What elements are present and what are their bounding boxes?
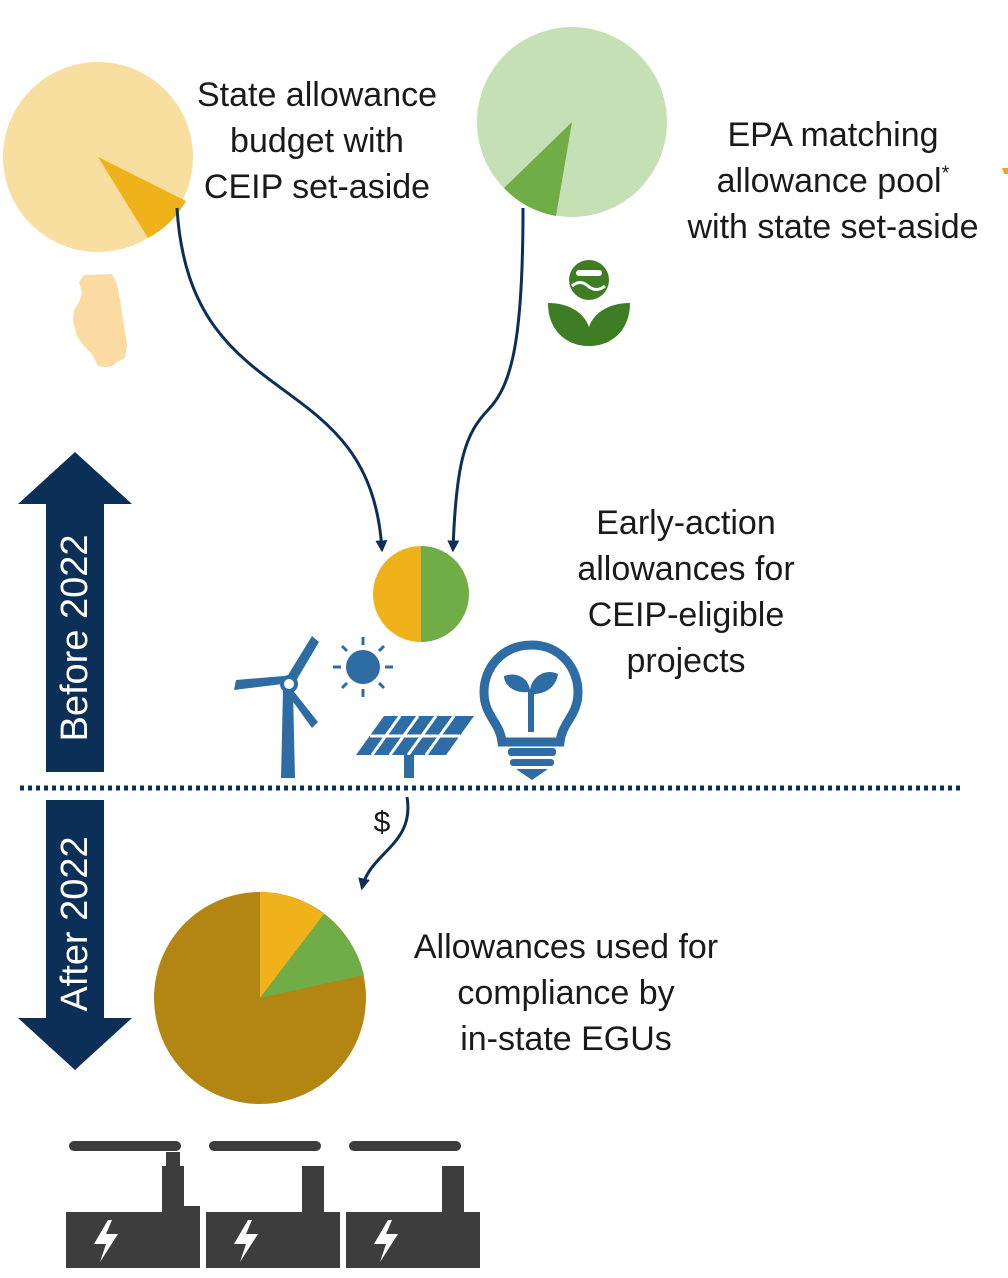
epa-pool-label: EPA matching allowance pool* with state … [687, 116, 979, 246]
state-budget-pie [3, 62, 193, 252]
sun-icon [333, 637, 393, 697]
lightbulb-icon [479, 640, 583, 780]
epa-to-early-arrow [447, 207, 525, 553]
early-state-half [373, 546, 421, 642]
wind-turbine-icon [234, 636, 319, 778]
compliance-label: Allowances used for compliance by in-sta… [413, 928, 719, 1058]
compliance-epa-slice [260, 914, 364, 998]
after-2022-label: After 2022 [54, 836, 96, 1012]
factory-icon [346, 1141, 480, 1268]
before-2022-label: Before 2022 [54, 534, 96, 742]
compliance-pie [154, 892, 366, 1104]
epa-pool-pie [477, 27, 667, 217]
early-action-pie [373, 546, 469, 642]
early-epa-half [421, 546, 469, 642]
factory-icons [66, 1136, 480, 1268]
dollar-label: $ [373, 806, 391, 839]
epa-setaside-slice [504, 122, 572, 216]
state-to-early-arrow [175, 207, 388, 553]
illinois-state-icon [73, 274, 127, 367]
footnote-marker: * [941, 162, 950, 185]
compliance-state-slice [260, 892, 324, 998]
after-2022-arrow [18, 800, 132, 1070]
factory-icon [66, 1136, 200, 1268]
payment-arrow [358, 796, 410, 891]
solar-panel-icon [356, 715, 474, 778]
before-2022-arrow [18, 452, 132, 772]
early-action-label: Early-action allowances for CEIP-eligibl… [577, 504, 795, 680]
timeline-arrow [18, 452, 132, 1070]
epa-logo-icon [548, 260, 630, 346]
offscreen-arrow-fragment [1002, 168, 1008, 174]
factory-icon [206, 1141, 340, 1268]
state-budget-label: State allowance budget with CEIP set-asi… [196, 76, 438, 206]
state-setaside-slice [98, 157, 186, 238]
